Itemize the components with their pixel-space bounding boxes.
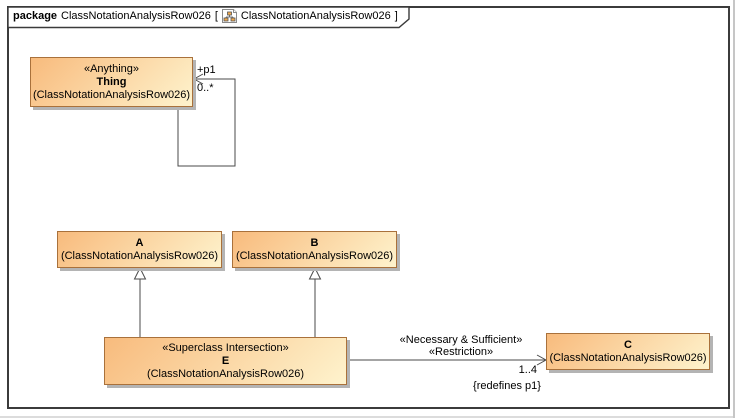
class-thing-qualifier: (ClassNotationAnalysisRow026) xyxy=(32,88,191,101)
package-header: package ClassNotationAnalysisRow026 [ Cl… xyxy=(13,9,398,23)
class-e-qualifier: (ClassNotationAnalysisRow026) xyxy=(146,367,305,380)
restriction-stereotype-label: «Necessary & Sufficient» «Restriction» xyxy=(380,334,542,358)
class-e-stereotype: «Superclass Intersection» xyxy=(162,341,289,354)
self-association-role-label: +p1 xyxy=(197,64,216,76)
open-bracket: [ xyxy=(214,10,218,22)
class-a-qualifier: (ClassNotationAnalysisRow026) xyxy=(60,249,219,262)
class-c-name: C xyxy=(624,338,632,351)
class-diagram-icon xyxy=(221,9,237,23)
self-association-multiplicity-label: 0..* xyxy=(197,82,214,94)
class-a-name: A xyxy=(135,236,144,249)
restriction-stereotype-line1: «Necessary & Sufficient» xyxy=(399,334,523,346)
restriction-multiplicity-label: 1..4 xyxy=(518,364,537,376)
package-name: ClassNotationAnalysisRow026 xyxy=(61,10,211,22)
class-e-name: E xyxy=(221,354,230,367)
class-b[interactable]: B (ClassNotationAnalysisRow026) xyxy=(232,231,397,268)
diagram-name: ClassNotationAnalysisRow026 xyxy=(240,10,391,22)
self-association-open-arrowhead xyxy=(192,73,204,85)
generalization-e-b-triangle xyxy=(308,266,322,280)
class-thing-name: Thing xyxy=(96,75,127,88)
close-bracket: ] xyxy=(394,10,398,22)
restriction-constraint-label: {redefines p1} xyxy=(473,380,541,392)
class-b-qualifier: (ClassNotationAnalysisRow026) xyxy=(235,249,394,262)
self-association-line[interactable] xyxy=(177,78,236,167)
class-b-name: B xyxy=(310,236,319,249)
package-header-tab[interactable] xyxy=(7,6,410,29)
class-c[interactable]: C (ClassNotationAnalysisRow026) xyxy=(546,333,710,370)
class-thing[interactable]: «Anything» Thing (ClassNotationAnalysisR… xyxy=(30,57,193,107)
package-keyword: package xyxy=(13,10,58,22)
restriction-stereotype-line2: «Restriction» xyxy=(428,346,494,358)
class-c-qualifier: (ClassNotationAnalysisRow026) xyxy=(549,351,707,364)
class-a[interactable]: A (ClassNotationAnalysisRow026) xyxy=(57,231,222,268)
generalization-e-a-triangle xyxy=(133,266,147,280)
class-e[interactable]: «Superclass Intersection» E (ClassNotati… xyxy=(104,337,347,385)
class-thing-stereotype: «Anything» xyxy=(83,62,140,75)
